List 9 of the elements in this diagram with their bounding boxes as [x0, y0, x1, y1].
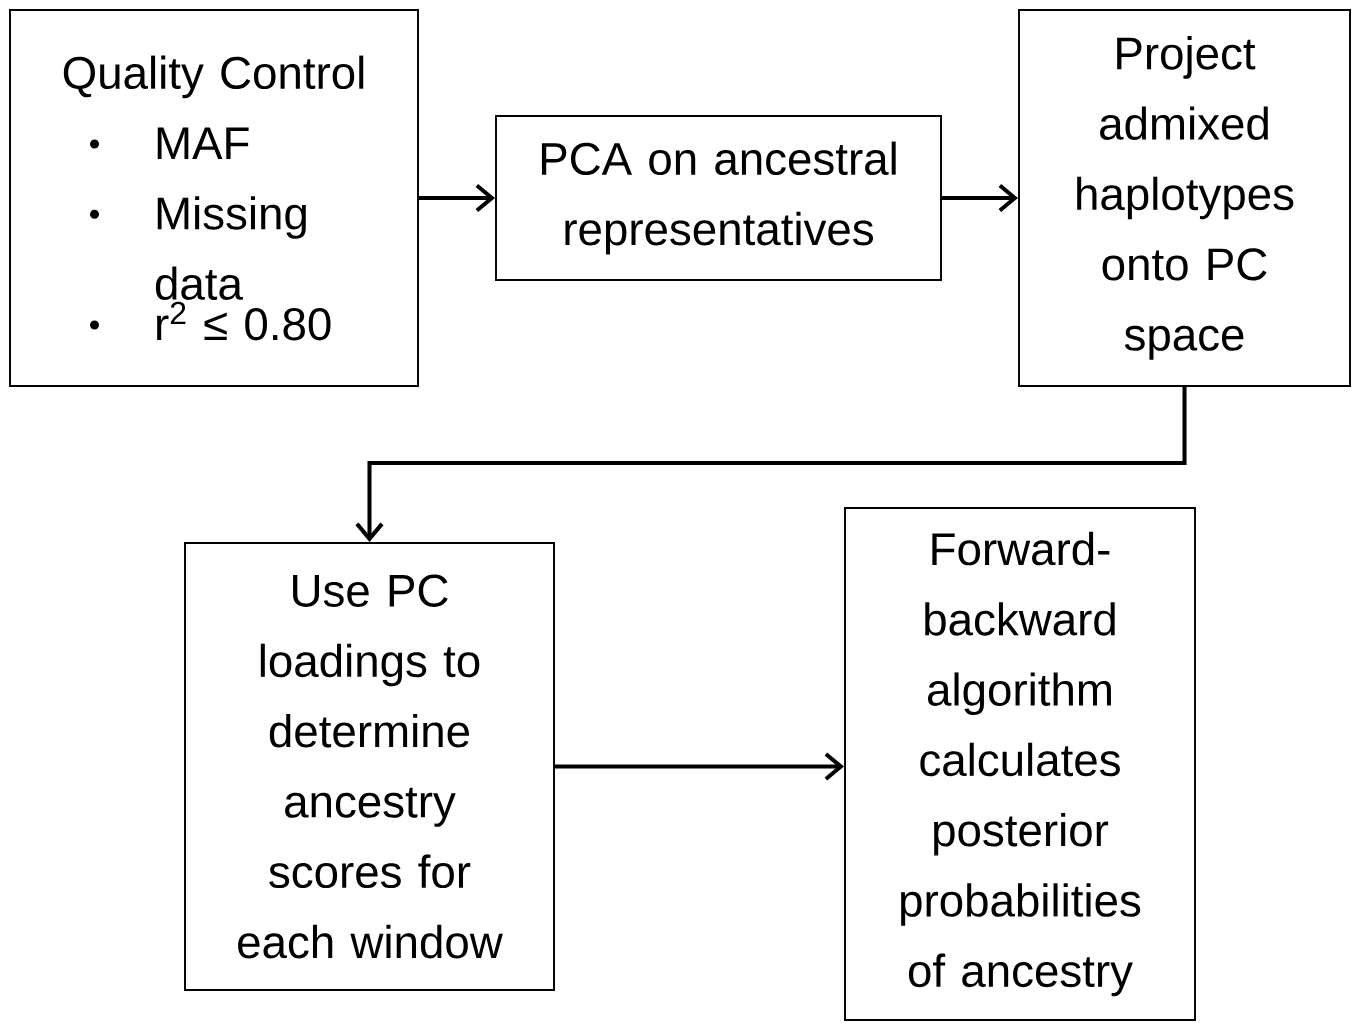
process-box: Project admixed haplotypes onto PC space	[1018, 9, 1351, 387]
process-box: Quality Control MAF Missing data r$^{2}$ ≤ 0.80	[9, 9, 419, 387]
process-box: Forward-backward algorithm calculates posterior probabilities of ancestry	[844, 507, 1196, 1021]
arrow	[418, 183, 496, 213]
arrow	[554, 752, 845, 781]
arrow	[942, 183, 1019, 213]
process-box: Use PC loadings to determine ancestry scores for each window	[184, 542, 555, 991]
process-box: PCA on ancestral representatives	[495, 115, 942, 281]
arrow	[355, 386, 1187, 543]
